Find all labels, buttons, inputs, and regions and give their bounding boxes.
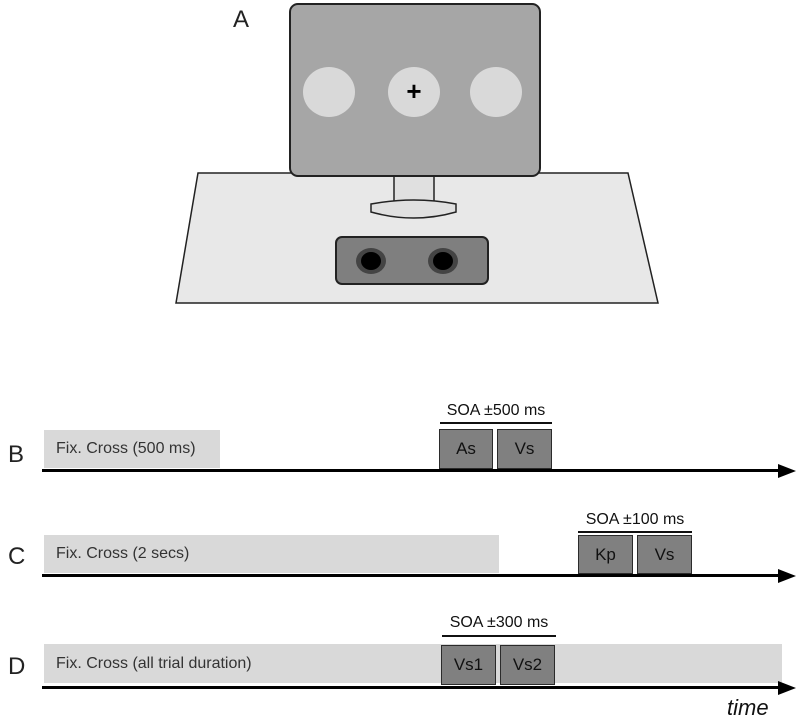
speaker-left-center — [361, 252, 381, 270]
soa-label-d: SOA ±300 ms — [449, 614, 549, 631]
soa-label-b: SOA ±500 ms — [446, 402, 546, 419]
left-disc — [303, 67, 355, 117]
stimulus-box-d-1: Vs1 — [441, 645, 496, 685]
timeline-arrowhead-d — [778, 681, 796, 695]
panel-label-b: B — [8, 441, 25, 468]
soa-bracket-c — [578, 531, 692, 533]
center-disc — [388, 67, 440, 117]
stimulus-box-b-2: Vs — [497, 429, 552, 469]
timeline-axis-d — [42, 686, 780, 689]
setup-illustration — [175, 3, 659, 304]
fixation-bar-d: Fix. Cross (all trial duration) — [44, 644, 782, 683]
stimulus-box-d-2: Vs2 — [500, 645, 555, 685]
timeline-arrowhead-b — [778, 464, 796, 478]
panel-label-a: A — [233, 6, 250, 33]
timeline-arrowhead-c — [778, 569, 796, 583]
soa-label-c: SOA ±100 ms — [585, 511, 685, 528]
soa-bracket-b — [440, 422, 552, 424]
stimulus-box-c-2: Vs — [637, 535, 692, 574]
stimulus-box-c-1: Kp — [578, 535, 633, 574]
time-axis-label: time — [727, 695, 769, 720]
timeline-axis-c — [42, 574, 780, 577]
fixation-cross: + — [406, 76, 422, 106]
panel-label-c: C — [8, 543, 26, 570]
panel-label-d: D — [8, 653, 26, 680]
fixation-bar-c: Fix. Cross (2 secs) — [44, 535, 499, 573]
right-disc — [470, 67, 522, 117]
timeline-axis-b — [42, 469, 780, 472]
speaker-right-center — [433, 252, 453, 270]
monitor-base — [370, 199, 457, 219]
stimulus-box-b-1: As — [439, 429, 493, 469]
fixation-bar-b: Fix. Cross (500 ms) — [44, 430, 220, 468]
soa-bracket-d — [442, 635, 556, 637]
